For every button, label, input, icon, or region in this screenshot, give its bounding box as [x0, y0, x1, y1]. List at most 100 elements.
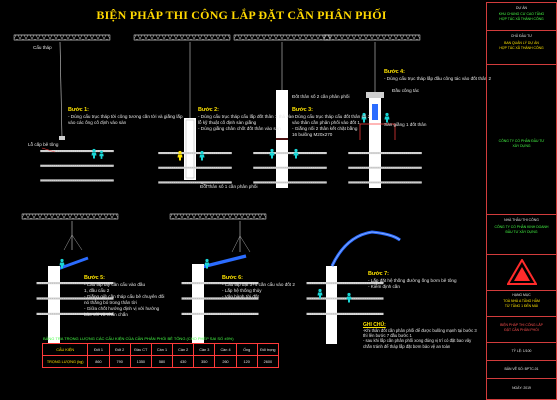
step-3-illustration: [233, 34, 331, 188]
table-cell: 260: [215, 356, 237, 367]
table-cell: Cần 1: [152, 344, 174, 355]
label-bracing-deck: Sàn giằng 1 đốt thân: [384, 122, 427, 127]
note-1: -Khi thân đốt cần phân phối để được bulô…: [363, 328, 477, 339]
step-5-line-2: 1, đầu cẩu 2: [84, 288, 110, 293]
table-cell: 120: [237, 356, 258, 367]
table-cell: Đốt 1: [88, 344, 110, 355]
step-7-line-2: - Kiểm định cần: [368, 284, 400, 289]
step-6-illustration: [169, 213, 267, 344]
step-2-line-1: - Dùng cẩu trục tháp cẩu lắp đốt thân 1 …: [198, 114, 294, 119]
title-block-item: HẠNG MỤC TOÀ NHÀ A TẦNG HẦM TỪ TẦNG 1 ĐẾ…: [487, 291, 556, 317]
table-cell: Đối trọng: [260, 347, 276, 352]
table-cell: Ống: [237, 344, 258, 355]
label-tower-crane: Cẩu tháp: [33, 45, 52, 50]
title-block-owner: CHỦ ĐẦU TƯ BAN QUẢN LÝ DỰ ÁN HỢP TÁC XÃ …: [487, 31, 556, 65]
step-7-line-1: - Lắp đặt hệ thống đường ống bơm bê tông: [368, 278, 457, 283]
step-7-illustration: [306, 230, 401, 344]
step-4-line-1: - Dùng cẩu trục tháp lắp đầu công tác và…: [384, 76, 492, 81]
step-7-heading: Bước 7:: [368, 271, 389, 277]
table-cell: 1350: [131, 356, 152, 367]
table-cell: 860: [88, 356, 110, 367]
project-name: KHU CHUNG CƯ CAO TẦNG: [498, 12, 545, 16]
drawing-name-2: ĐẶT CẦN PHÂN PHỐI: [504, 328, 539, 332]
table-cell: 2600: [263, 359, 273, 364]
label-segment-1: Đốt thân số 1 cần phân phối: [200, 184, 258, 189]
scale-value: TỶ LỆ: 1/100: [511, 349, 532, 353]
contractor-name-2: ĐẦU TƯ XÂY DỰNG: [505, 230, 538, 234]
title-block-scale: TỶ LỆ: 1/100: [487, 343, 556, 361]
project-name-2: HỢP TÁC XÃ THÀNH CÔNG: [499, 17, 544, 21]
note-2: - sau khi lắp cần phân phối xong đúng vị…: [363, 338, 472, 349]
step-3-heading: Bước 3:: [292, 107, 313, 113]
diagram-art: [13, 34, 422, 344]
step-5-heading: Bước 5:: [84, 275, 105, 281]
table-row: TRỌNG LƯỢNG (kg) 860 790 1350 580 430 35…: [43, 356, 278, 367]
step-1-illustration: [13, 34, 114, 182]
title-block-contractor: NHÀ THẦU THI CÔNG CÔNG TY CỔ PHẦN KINH D…: [487, 215, 556, 255]
owner-name-2: HỢP TÁC XÃ THÀNH CÔNG: [499, 46, 544, 50]
title-block-sheet: BẢN VẼ SỐ: BPTC-01: [487, 361, 556, 379]
step-5-line-1: - Cẩu lắp tay cần cẩu vào đầu: [84, 282, 146, 287]
contractor-name: CÔNG TY CỔ PHẦN KINH DOANH: [494, 225, 549, 229]
step-3-line-4: 16 bulông M20x270: [292, 132, 333, 137]
step-5-line-3: - Giằng giữ cần tháp cẩu bê chuyên đối: [84, 294, 165, 299]
title-block-drawing-name: BIỆN PHÁP THI CÔNG LẮP ĐẶT CẦN PHÂN PHỐI: [487, 317, 556, 343]
step-6-line-1: - Cẩu lắp đặt 3+4 cần cẩu vào đốt 2: [222, 282, 295, 287]
sheet-number: BẢN VẼ SỐ: BPTC-01: [504, 367, 539, 371]
step-2-heading: Bước 2:: [198, 107, 219, 113]
title-block-design: CÔNG TY CỔ PHẦN ĐẦU TƯ XÂY DỰNG: [487, 65, 556, 215]
step-6-line-3: - Vận hành tời đốt: [222, 294, 259, 299]
title-block: DỰ ÁN KHU CHUNG CƯ CAO TẦNG HỢP TÁC XÃ T…: [486, 2, 557, 400]
table-cell: Cần 3: [194, 344, 216, 355]
label-working-head: Đầu công tác: [392, 88, 420, 93]
table-cell: 580: [152, 356, 174, 367]
step-5-line-6: bảo với và chắn chắn: [84, 312, 128, 317]
table-cell: TRỌNG LƯỢNG (kg): [43, 356, 89, 367]
step-3-line-3: - Giằng nối 2 thân kết chặt bằng: [292, 126, 358, 131]
table-cell: 350: [194, 356, 216, 367]
table-cell: 790: [110, 356, 131, 367]
item-name-2: TỪ TẦNG 1 ĐẾN MÁI: [504, 304, 539, 308]
title-block-project: DỰ ÁN KHU CHUNG CƯ CAO TẦNG HỢP TÁC XÃ T…: [487, 3, 556, 31]
title-block-date: NGÀY: 2019: [487, 379, 556, 399]
weight-table-caption: BẢNG TRA TRỌNG LƯỢNG CÁC CẤU KIỆN CỦA CẦ…: [43, 336, 234, 341]
weight-table: BẢNG TRA TRỌNG LƯỢNG CÁC CẤU KIỆN CỦA CẦ…: [42, 336, 279, 368]
date-value: NGÀY: 2019: [512, 386, 531, 390]
title-block-logo: [487, 255, 556, 291]
table-cell: CẤU KIỆN: [43, 344, 89, 355]
step-6-heading: Bước 6:: [222, 275, 243, 281]
item-label: HẠNG MỤC: [512, 293, 531, 297]
project-label: DỰ ÁN: [516, 6, 527, 10]
step-1-line-1: - Dùng cẩu trục tháp tời công tương cần …: [68, 114, 183, 119]
drawing-name: BIỆN PHÁP THI CÔNG LẮP: [500, 323, 543, 327]
step-5-line-4: nó thẳng bó trong thân tời: [84, 300, 137, 305]
table-row: CẤU KIỆN Đốt 1 Đốt 2 Đầu CT Cần 1 Cần 2 …: [43, 344, 278, 356]
notes-block: GHI CHÚ: -Khi thân đốt cần phân phối để …: [363, 322, 478, 349]
step-1-heading: Bước 1:: [68, 107, 89, 113]
owner-label: CHỦ ĐẦU TƯ: [510, 34, 533, 38]
step-3-line-1: - Dùng cẩu trục tháp cẩu đốt thân số 2: [292, 114, 371, 119]
design-company-2: XÂY DỰNG: [512, 144, 531, 148]
step-5-illustration: [21, 213, 119, 344]
table-cell: Cần 4: [215, 344, 237, 355]
table-cell: 430: [173, 356, 195, 367]
label-concrete-hole: Lỗ cấp bê tông: [28, 142, 59, 147]
page-title: BIỆN PHÁP THI CÔNG LẮP ĐẶT CẦN PHÂN PHỐI: [96, 8, 387, 22]
table-cell: Đầu CT: [131, 344, 152, 355]
contractor-label: NHÀ THẦU THI CÔNG: [504, 218, 539, 222]
table-cell: Đốt 2: [110, 344, 131, 355]
company-logo-icon: [507, 259, 537, 285]
item-name: TOÀ NHÀ A TẦNG HẦM: [503, 299, 540, 303]
construction-drawing: BIỆN PHÁP THI CÔNG LẮP ĐẶT CẦN PHÂN PHỐI: [13, 8, 491, 368]
step-1-line-2: vào các ống cố định vào sàn: [68, 120, 127, 125]
step-2-illustration: [133, 34, 232, 187]
step-4-illustration: [323, 34, 422, 188]
owner-name: BAN QUẢN LÝ DỰ ÁN: [504, 41, 539, 45]
step-3-line-2: vào thân cần phân phối vào đốt 1: [292, 120, 360, 125]
design-company: CÔNG TY CỔ PHẦN ĐẦU TƯ: [498, 139, 545, 143]
step-6-line-2: - Lắp hệ thống thủy: [222, 288, 262, 293]
table-cell: Cần 2: [173, 344, 195, 355]
step-4-heading: Bước 4:: [384, 69, 405, 75]
label-segment-2: Đốt thân số 2 cần phân phối: [292, 94, 350, 99]
